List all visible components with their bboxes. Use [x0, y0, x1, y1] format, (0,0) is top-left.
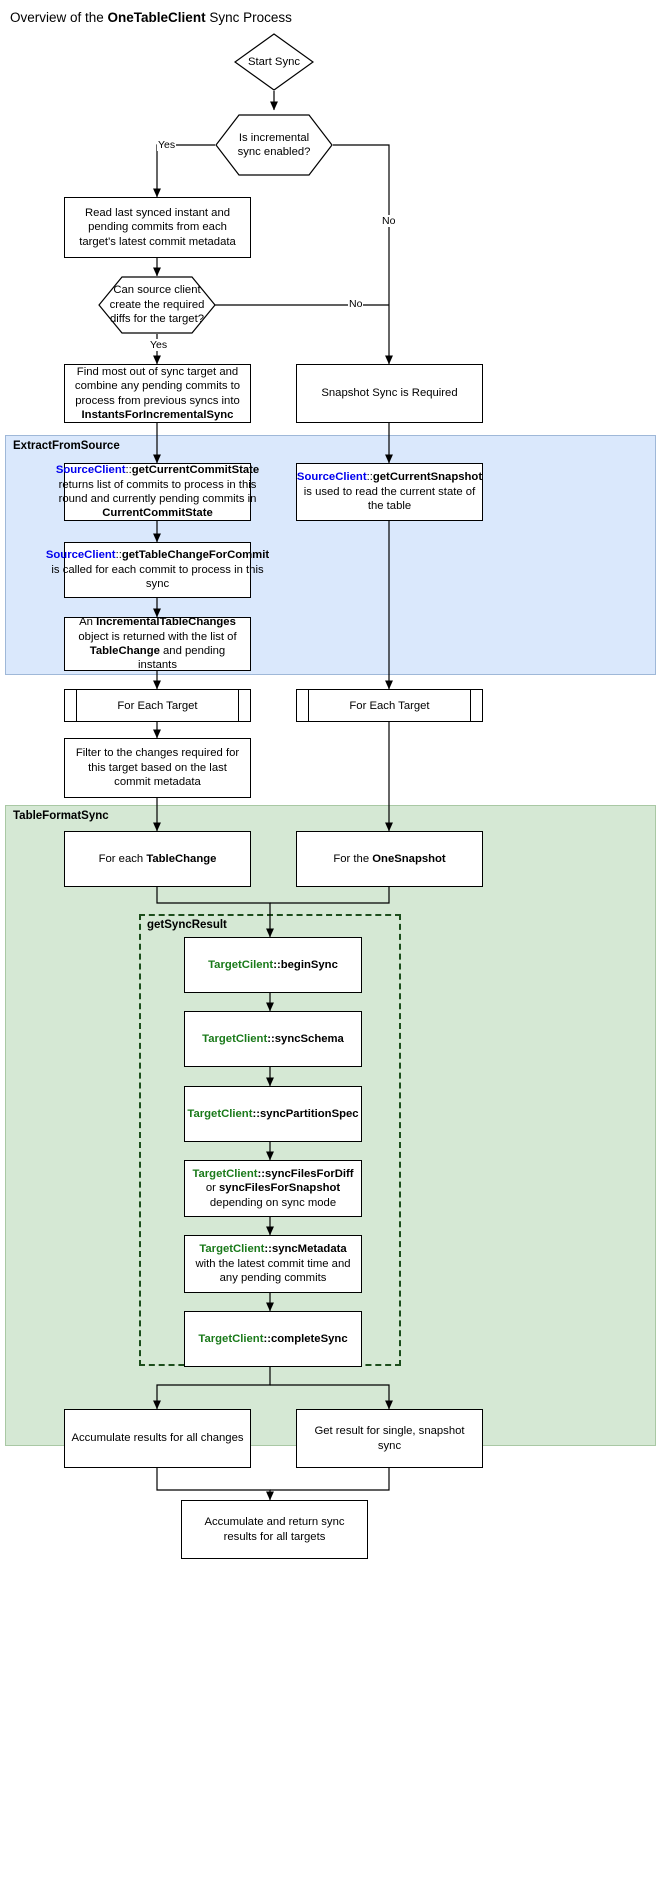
- node-get-table-change-for-commit-text: SourceClient::getTableChangeForCommit is…: [45, 549, 270, 591]
- node-for-each-target-right[interactable]: For Each Target: [296, 689, 483, 722]
- node-accumulate-results[interactable]: Accumulate results for all changes: [64, 1409, 251, 1468]
- node-snapshot-sync-required[interactable]: Snapshot Sync is Required: [296, 364, 483, 423]
- subroutine-right-bar: [238, 690, 239, 721]
- node-read-last-synced[interactable]: Read last synced instant and pending com…: [64, 197, 251, 258]
- node-sync-files-text: TargetClient::syncFilesForDiff or syncFi…: [192, 1167, 354, 1209]
- node-for-each-tablechange[interactable]: For each TableChange: [64, 831, 251, 887]
- node-get-current-commit-state-text: SourceClient::getCurrentCommitState retu…: [55, 464, 260, 520]
- node-get-result-single-label: Get result for single, snapshot sync: [314, 1425, 465, 1452]
- node-sync-partition-spec-text: TargetClient::syncPartitionSpec: [187, 1107, 359, 1120]
- node-complete-sync[interactable]: TargetClient::completeSync: [184, 1311, 362, 1367]
- edge-label-yes-diffs: Yes: [149, 339, 169, 351]
- group-tableformat-label: TableFormatSync: [13, 810, 109, 822]
- node-find-out-of-sync-text: Find most out of sync target and combine…: [74, 365, 241, 421]
- title-suffix: Sync Process: [205, 10, 292, 25]
- node-for-each-target-left-label: For Each Target: [117, 699, 198, 712]
- node-for-each-tablechange-text: For each TableChange: [98, 852, 217, 865]
- node-for-the-onesnapshot-text: For the OneSnapshot: [333, 852, 446, 865]
- subroutine-left-bar: [308, 690, 309, 721]
- title-strong: OneTableClient: [107, 10, 206, 25]
- node-accumulate-return[interactable]: Accumulate and return sync results for a…: [181, 1500, 368, 1559]
- node-sync-metadata-text: TargetClient::syncMetadata with the late…: [195, 1243, 351, 1285]
- node-get-current-snapshot-text: SourceClient::getCurrentSnapshot is used…: [296, 471, 483, 513]
- node-get-result-single[interactable]: Get result for single, snapshot sync: [296, 1409, 483, 1468]
- node-begin-sync[interactable]: TargetCilent::beginSync: [184, 937, 362, 993]
- node-sync-schema[interactable]: TargetClient::syncSchema: [184, 1011, 362, 1067]
- node-begin-sync-text: TargetCilent::beginSync: [208, 958, 338, 971]
- node-for-each-target-left[interactable]: For Each Target: [64, 689, 251, 722]
- group-extract-label: ExtractFromSource: [13, 440, 120, 452]
- node-read-last-synced-label: Read last synced instant and pending com…: [79, 206, 236, 248]
- node-accumulate-results-label: Accumulate results for all changes: [71, 1432, 244, 1445]
- subroutine-left-bar: [76, 690, 77, 721]
- node-decision-incremental-label: Is incremental sync enabled?: [237, 131, 311, 158]
- node-for-the-onesnapshot[interactable]: For the OneSnapshot: [296, 831, 483, 887]
- title-prefix: Overview of the: [10, 10, 108, 25]
- subroutine-right-bar: [470, 690, 471, 721]
- edge-label-no-diffs: No: [348, 298, 364, 310]
- node-start-sync[interactable]: Start Sync: [234, 33, 314, 91]
- node-sync-partition-spec[interactable]: TargetClient::syncPartitionSpec: [184, 1086, 362, 1142]
- node-sync-metadata[interactable]: TargetClient::syncMetadata with the late…: [184, 1235, 362, 1293]
- node-filter-changes-label: Filter to the changes required for this …: [75, 747, 240, 789]
- node-for-each-target-right-label: For Each Target: [349, 699, 430, 712]
- node-decision-source-diffs[interactable]: Can source client create the required di…: [98, 276, 216, 334]
- node-decision-source-diffs-label: Can source client create the required di…: [109, 284, 205, 326]
- node-find-out-of-sync[interactable]: Find most out of sync target and combine…: [64, 364, 251, 423]
- node-snapshot-sync-required-label: Snapshot Sync is Required: [321, 387, 458, 400]
- node-start-sync-label: Start Sync: [247, 56, 301, 68]
- node-sync-files[interactable]: TargetClient::syncFilesForDiff or syncFi…: [184, 1160, 362, 1217]
- node-accumulate-return-label: Accumulate and return sync results for a…: [204, 1516, 345, 1543]
- node-decision-incremental-sync[interactable]: Is incremental sync enabled?: [215, 114, 333, 176]
- edge-label-yes-incremental: Yes: [157, 139, 177, 151]
- edge-label-no-incremental: No: [381, 215, 397, 227]
- page-title: Overview of the OneTableClient Sync Proc…: [10, 10, 292, 25]
- node-get-table-change-for-commit[interactable]: SourceClient::getTableChangeForCommit is…: [46, 542, 269, 598]
- node-incremental-table-changes-text: An IncrementalTableChanges object is ret…: [78, 616, 237, 672]
- node-get-current-snapshot[interactable]: SourceClient::getCurrentSnapshot is used…: [296, 463, 483, 521]
- group-getsyncresult-label: getSyncResult: [147, 919, 227, 931]
- node-sync-schema-text: TargetClient::syncSchema: [202, 1032, 344, 1045]
- node-filter-changes[interactable]: Filter to the changes required for this …: [64, 738, 251, 798]
- node-get-current-commit-state[interactable]: SourceClient::getCurrentCommitState retu…: [56, 463, 259, 521]
- node-incremental-table-changes[interactable]: An IncrementalTableChanges object is ret…: [64, 616, 251, 672]
- node-complete-sync-text: TargetClient::completeSync: [198, 1332, 348, 1345]
